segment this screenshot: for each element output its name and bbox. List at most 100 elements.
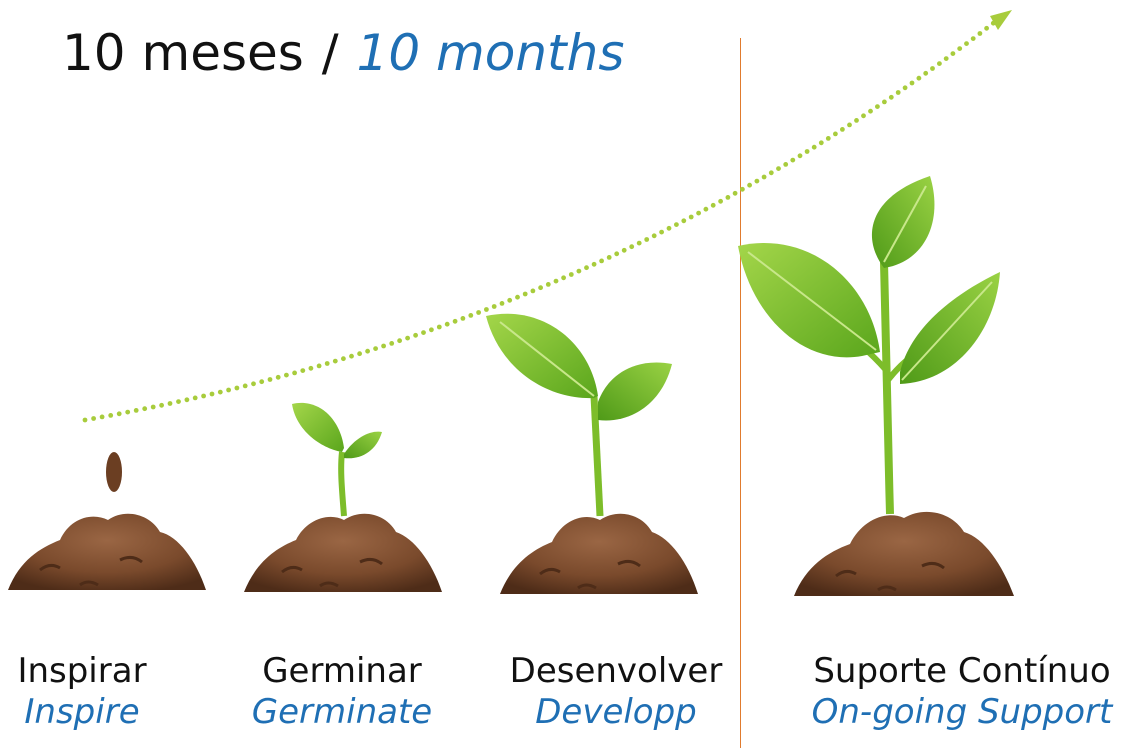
- trend-dot: [267, 377, 273, 382]
- trend-dot: [606, 255, 612, 260]
- trend-dot: [561, 275, 566, 281]
- trend-dot: [176, 399, 181, 404]
- sprout-icon: [244, 402, 442, 592]
- trend-dot: [209, 391, 215, 397]
- trend-dot: [725, 195, 731, 200]
- stage-label-pt: Suporte Contínuo: [813, 651, 1111, 691]
- trend-dot: [184, 397, 190, 403]
- trend-dot: [436, 324, 442, 330]
- trend-dot: [854, 118, 859, 123]
- trend-dot: [740, 186, 745, 192]
- trend-dot: [397, 338, 402, 344]
- arrow-head-icon: [990, 10, 1012, 30]
- trend-dot: [91, 416, 96, 421]
- trend-dot: [553, 278, 559, 284]
- trend-dot: [226, 387, 232, 393]
- trend-dot: [316, 363, 322, 369]
- trend-dot: [538, 285, 543, 291]
- stage-label-germinar: Germinar Germinate: [236, 651, 448, 734]
- trend-dot: [491, 304, 497, 309]
- trend-dot: [332, 358, 338, 364]
- trend-dot: [234, 385, 240, 391]
- phase-divider: [740, 38, 741, 748]
- trend-dot: [761, 174, 767, 180]
- trend-dot: [444, 321, 450, 327]
- grown-plant-icon: [738, 176, 1014, 596]
- trend-dot: [468, 313, 474, 318]
- trend-dot: [666, 225, 672, 231]
- trend-dot: [847, 122, 852, 128]
- trend-dot: [300, 368, 306, 373]
- trend-dot: [754, 178, 760, 184]
- trend-dot: [776, 166, 781, 172]
- trend-dot: [902, 85, 908, 91]
- trend-dot: [681, 218, 687, 224]
- duration-en: 10 months: [356, 24, 625, 82]
- trend-dot: [341, 356, 346, 362]
- trend-dot: [659, 229, 664, 235]
- trend-dot: [452, 318, 458, 324]
- trend-dot: [768, 170, 774, 176]
- duration-pt: 10 meses: [62, 24, 304, 82]
- stage-label-en: Inspire: [24, 692, 140, 733]
- trend-dot: [797, 153, 803, 159]
- trend-dot: [868, 108, 873, 114]
- trend-dot: [192, 395, 198, 401]
- trend-dot: [747, 182, 752, 188]
- trend-dot: [621, 247, 627, 253]
- trend-dot: [429, 327, 434, 333]
- trend-dot: [201, 393, 207, 399]
- trend-dot: [629, 244, 635, 250]
- trend-dot: [413, 332, 418, 338]
- trend-dot: [324, 361, 330, 366]
- trend-dot: [614, 251, 620, 257]
- trend-dot: [732, 190, 738, 196]
- trend-dot: [484, 307, 489, 312]
- trend-dot: [373, 346, 378, 351]
- stage-label-desenvolver: Desenvolver Developp: [496, 651, 736, 734]
- trend-dot: [783, 162, 789, 167]
- trend-dot: [357, 351, 362, 357]
- stage-label-pt: Desenvolver: [509, 651, 723, 691]
- trend-dot: [943, 56, 949, 61]
- trend-dot: [259, 379, 265, 385]
- trend-dot: [142, 406, 148, 412]
- trend-dot: [251, 381, 256, 387]
- trend-dot: [381, 343, 386, 349]
- trend-dot: [833, 131, 838, 137]
- trend-dot: [584, 265, 589, 271]
- trend-dot: [703, 206, 709, 212]
- trend-dot: [888, 94, 894, 100]
- trend-dot: [167, 401, 173, 406]
- stage-label-pt: Inspirar: [17, 651, 147, 691]
- trend-dot: [599, 258, 604, 264]
- trend-dot: [790, 157, 796, 163]
- trend-dot: [636, 240, 642, 246]
- trend-dot: [804, 149, 810, 154]
- trend-dot: [957, 46, 963, 51]
- trend-dot: [389, 341, 395, 346]
- trend-dot: [522, 291, 528, 297]
- trend-dot: [937, 61, 942, 66]
- trend-dot: [882, 99, 887, 105]
- trend-dot: [349, 353, 354, 359]
- trend-dot: [930, 66, 935, 71]
- trend-dot: [568, 272, 574, 277]
- stage-label-suporte: Suporte Contínuo On-going Support: [782, 651, 1142, 734]
- trend-dot: [159, 402, 165, 408]
- trend-dot: [242, 383, 248, 389]
- stage-label-inspirar: Inspirar Inspire: [8, 651, 156, 734]
- trend-dot: [133, 408, 139, 413]
- duration-title: 10 meses / 10 months: [62, 28, 624, 78]
- trend-dot: [460, 316, 466, 321]
- stage-label-pt: Germinar: [262, 651, 422, 691]
- trend-dot: [82, 417, 88, 423]
- stage-label-en: Germinate: [251, 692, 433, 733]
- trend-dot: [116, 411, 122, 417]
- trend-dot: [576, 268, 582, 274]
- trend-dot: [476, 310, 481, 315]
- trend-dot: [651, 233, 657, 239]
- trend-dot: [861, 113, 866, 119]
- trend-dot: [895, 90, 901, 95]
